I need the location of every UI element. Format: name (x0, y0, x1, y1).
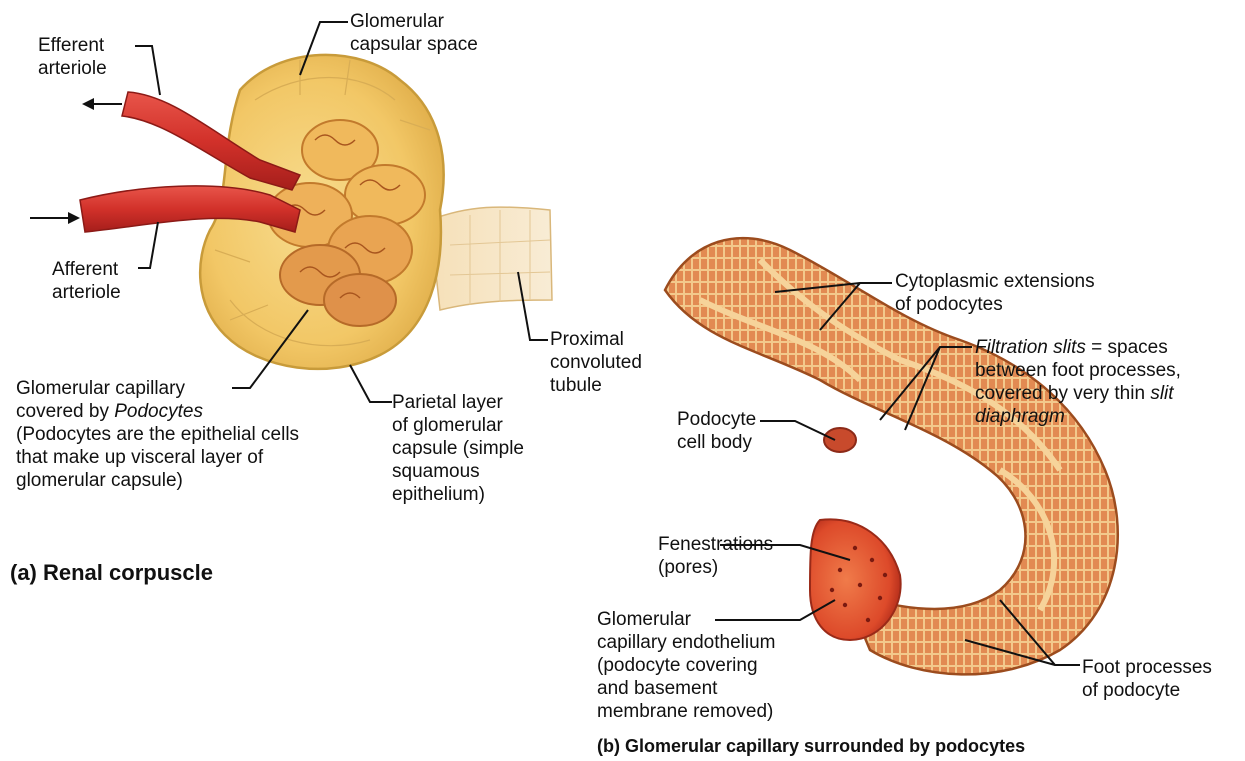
label-line: that make up visceral layer of (16, 446, 299, 469)
label-line: squamous (392, 460, 524, 483)
label-line: arteriole (38, 57, 107, 80)
label-line: Glomerular (597, 608, 776, 631)
label-line: Fenestrations (658, 533, 773, 556)
label-line: convoluted (550, 351, 642, 374)
label-line: capsular space (350, 33, 478, 56)
label-afferent-arteriole: Afferent arteriole (52, 258, 121, 304)
label-line: Proximal (550, 328, 642, 351)
label-foot-processes: Foot processes of podocyte (1082, 656, 1212, 702)
caption-panel-a: (a) Renal corpuscle (10, 560, 213, 586)
label-text: covered by very thin (975, 383, 1150, 404)
label-italic-term: slit (1150, 383, 1173, 404)
label-line: of glomerular (392, 414, 524, 437)
label-line: covered by very thin slit (975, 382, 1181, 405)
label-cytoplasmic-extensions: Cytoplasmic extensions of podocytes (895, 270, 1095, 316)
label-line: Foot processes (1082, 656, 1212, 679)
label-line: covered by Podocytes (16, 400, 299, 423)
label-parietal-layer: Parietal layer of glomerular capsule (si… (392, 391, 524, 506)
label-proximal-convoluted-tubule: Proximal convoluted tubule (550, 328, 642, 397)
label-line: between foot processes, (975, 359, 1181, 382)
label-line: glomerular capsule) (16, 469, 299, 492)
label-line: Podocyte (677, 408, 756, 431)
efferent-flow-arrow (82, 98, 122, 110)
afferent-flow-arrow (30, 212, 80, 224)
label-line: of podocytes (895, 293, 1095, 316)
label-glomerular-capillary-endothelium: Glomerular capillary endothelium (podocy… (597, 608, 776, 723)
label-italic-term: Filtration slits (975, 337, 1086, 358)
label-line: of podocyte (1082, 679, 1212, 702)
label-fenestrations: Fenestrations (pores) (658, 533, 773, 579)
label-line: (pores) (658, 556, 773, 579)
label-line: capsule (simple (392, 437, 524, 460)
label-line: (podocyte covering (597, 654, 776, 677)
label-line: membrane removed) (597, 700, 776, 723)
label-line: epithelium) (392, 483, 524, 506)
label-line: (Podocytes are the epithelial cells (16, 423, 299, 446)
label-line: arteriole (52, 281, 121, 304)
label-podocyte-cell-body: Podocyte cell body (677, 408, 756, 454)
label-text: covered by (16, 401, 114, 422)
label-glomerular-capsular-space: Glomerular capsular space (350, 10, 478, 56)
label-line: diaphragm (975, 405, 1181, 428)
label-glomerular-capillary: Glomerular capillary covered by Podocyte… (16, 377, 299, 492)
label-line: Afferent (52, 258, 121, 281)
label-line: capillary endothelium (597, 631, 776, 654)
label-line: Parietal layer (392, 391, 524, 414)
label-filtration-slits: Filtration slits = spaces between foot p… (975, 336, 1181, 428)
label-line: Glomerular capillary (16, 377, 299, 400)
caption-panel-b: (b) Glomerular capillary surrounded by p… (597, 736, 1025, 757)
label-line: Cytoplasmic extensions (895, 270, 1095, 293)
label-text: = spaces (1086, 337, 1168, 358)
label-line: cell body (677, 431, 756, 454)
label-line: and basement (597, 677, 776, 700)
label-italic-term: Podocytes (114, 401, 203, 422)
label-line: Filtration slits = spaces (975, 336, 1181, 359)
label-line: tubule (550, 374, 642, 397)
label-line: Efferent (38, 34, 107, 57)
proximal-tubule-shape (430, 207, 552, 310)
label-efferent-arteriole: Efferent arteriole (38, 34, 107, 80)
label-line: Glomerular (350, 10, 478, 33)
